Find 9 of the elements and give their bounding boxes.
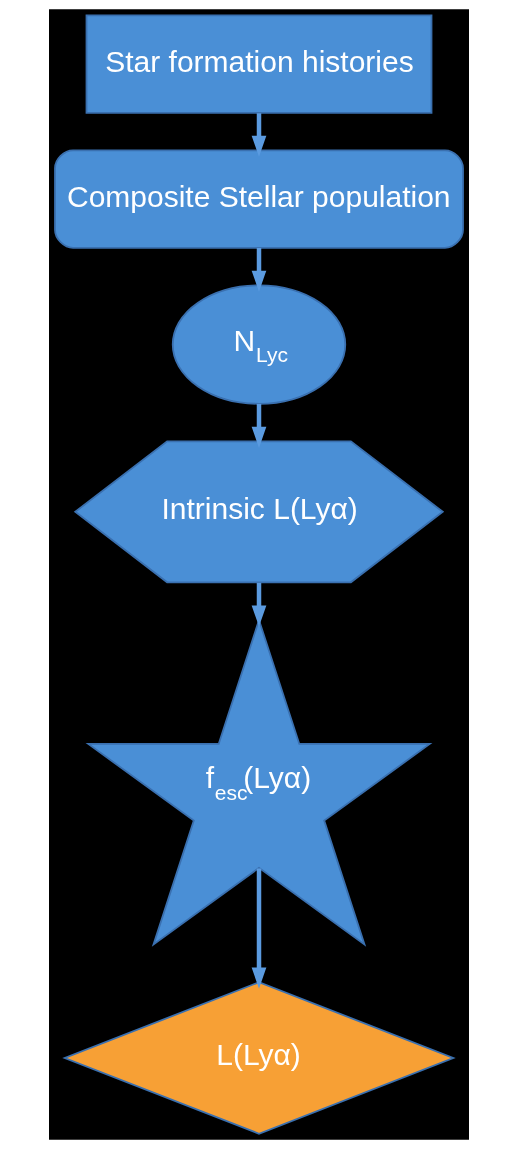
node-box: Composite Stellar population — [54, 149, 464, 249]
arrow — [251, 113, 267, 157]
node-box: Star formation histories — [85, 14, 433, 114]
arrow — [251, 403, 267, 448]
arrow — [251, 248, 267, 292]
node-ellipse: N$_{Lyc}$ — [171, 284, 347, 405]
arrow — [251, 868, 267, 989]
node-diamond: L(Lyα) — [62, 981, 456, 1135]
arrow — [251, 582, 267, 627]
